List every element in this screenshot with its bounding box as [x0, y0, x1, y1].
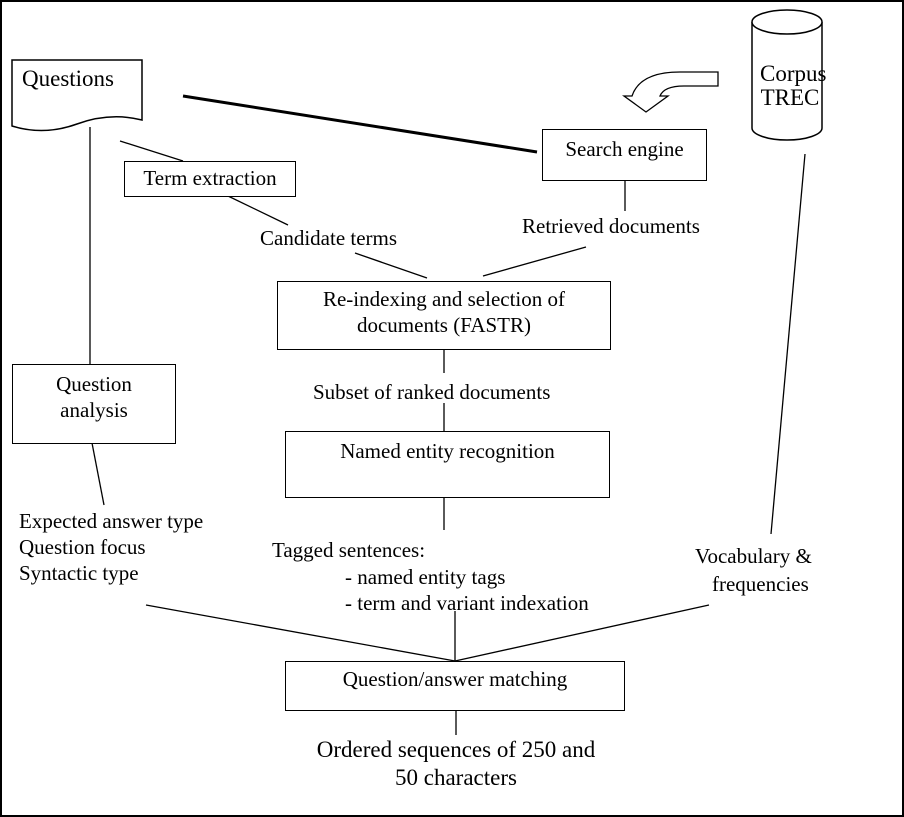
syntactic-type-label: Syntactic type: [19, 561, 139, 585]
corpus-trec-label: TREC: [760, 85, 820, 110]
question-analysis-box: Question analysis: [12, 364, 176, 444]
line-candidate-reindex: [354, 252, 428, 279]
output-label-line1: Ordered sequences of 250 and: [316, 737, 596, 762]
named-entity-tags-label: - named entity tags: [345, 565, 506, 589]
line-retrieved-reindex: [482, 246, 587, 277]
line-corpus-vocab: [770, 153, 806, 535]
corpus-cylinder: [751, 9, 823, 141]
subset-ranked-label: Subset of ranked documents: [313, 380, 551, 404]
questions-label: Questions: [22, 66, 114, 91]
search-engine-box: Search engine: [542, 129, 707, 181]
output-label-line2: 50 characters: [395, 765, 517, 790]
reindexing-label-line2: documents (FASTR): [356, 313, 532, 337]
corpus-to-search-arrow: [622, 71, 719, 113]
tagged-sentences-label: Tagged sentences:: [272, 538, 426, 562]
search-engine-label: Search engine: [565, 137, 684, 161]
frequencies-label: frequencies: [712, 572, 809, 596]
line-questions-term: [119, 140, 184, 162]
line-analysis-matching: [145, 604, 456, 662]
line-vocab-matching: [454, 604, 710, 662]
retrieved-documents-label: Retrieved documents: [522, 214, 700, 238]
candidate-terms-label: Candidate terms: [260, 226, 398, 250]
corpus-label: Corpus: [760, 61, 827, 86]
qa-matching-box: Question/answer matching: [285, 661, 625, 711]
vocabulary-label: Vocabulary &: [695, 544, 812, 568]
questions-document-shape: [11, 59, 143, 132]
term-extraction-label: Term extraction: [143, 166, 277, 190]
qa-matching-label: Question/answer matching: [342, 667, 568, 691]
ner-box: Named entity recognition: [285, 431, 610, 498]
term-extraction-box: Term extraction: [124, 161, 296, 197]
question-analysis-label-line1: Question: [56, 372, 132, 396]
line-analysis-output: [91, 442, 105, 506]
ner-label: Named entity recognition: [340, 439, 555, 463]
expected-answer-type-label: Expected answer type: [19, 509, 204, 533]
reindexing-box: Re-indexing and selection of documents (…: [277, 281, 611, 350]
line-questions-search: [182, 94, 538, 154]
question-focus-label: Question focus: [19, 535, 146, 559]
reindexing-label-line1: Re-indexing and selection of: [322, 287, 565, 311]
question-analysis-label-line2: analysis: [60, 398, 128, 422]
term-variant-indexation-label: - term and variant indexation: [345, 591, 589, 615]
line-term-candidate: [227, 195, 289, 226]
